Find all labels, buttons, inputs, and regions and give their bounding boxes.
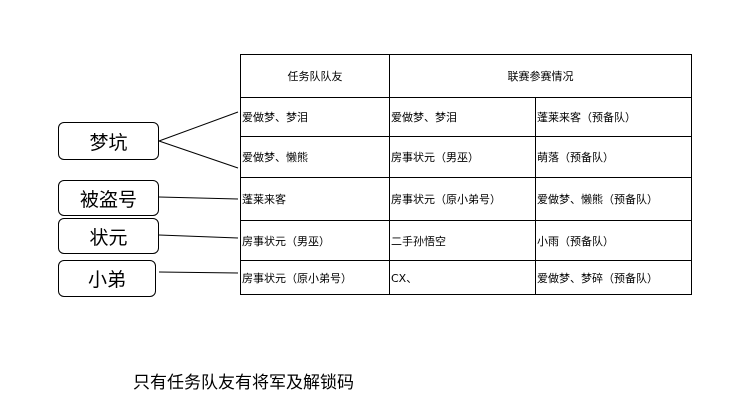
connector-mengkeng-row2 bbox=[158, 140, 239, 169]
table-row: 蓬莱来客 房事状元（原小弟号） 爱做梦、懒熊（预备队） bbox=[240, 177, 692, 221]
table-cell: 爱做梦、懒熊 bbox=[240, 136, 390, 178]
label-box-beidaohao: 被盗号 bbox=[58, 180, 159, 216]
table-row: 爱做梦、梦泪 爱做梦、梦泪 蓬莱来客（预备队） bbox=[240, 97, 692, 137]
table-row: 房事状元（原小弟号） CX、 爱做梦、梦碎（预备队） bbox=[240, 260, 692, 295]
table-cell: 房事状元（原小弟号） bbox=[389, 177, 536, 221]
table-cell: 爱做梦、梦泪 bbox=[389, 97, 536, 137]
table-cell: 小雨（预备队） bbox=[535, 220, 692, 261]
table-cell: 房事状元（男巫） bbox=[240, 220, 390, 261]
table-row: 爱做梦、懒熊 房事状元（男巫） 萌落（预备队） bbox=[240, 136, 692, 178]
table-cell: 房事状元（原小弟号） bbox=[240, 260, 390, 295]
footnote: 只有任务队友有将军及解锁码 bbox=[133, 373, 354, 393]
table-cell: 爱做梦、梦碎（预备队） bbox=[535, 260, 692, 295]
table-cell: CX、 bbox=[389, 260, 536, 295]
table-row: 房事状元（男巫） 二手孙悟空 小雨（预备队） bbox=[240, 220, 692, 261]
connector-beidaohao bbox=[158, 196, 239, 200]
label-box-zhuangyuan: 状元 bbox=[58, 218, 159, 254]
table-cell: 萌落（预备队） bbox=[535, 136, 692, 178]
table-cell: 爱做梦、梦泪 bbox=[240, 97, 390, 137]
connector-zhuangyuan bbox=[158, 234, 239, 239]
header-task-team: 任务队队友 bbox=[240, 54, 390, 98]
table-cell: 二手孙悟空 bbox=[389, 220, 536, 261]
table-cell: 蓬莱来客（预备队） bbox=[535, 97, 692, 137]
team-table: 任务队队友 联赛参赛情况 爱做梦、梦泪 爱做梦、梦泪 蓬莱来客（预备队） 爱做梦… bbox=[240, 54, 692, 295]
table-cell: 蓬莱来客 bbox=[240, 177, 390, 221]
header-league-status: 联赛参赛情况 bbox=[389, 54, 692, 98]
label-box-mengkeng: 梦坑 bbox=[58, 122, 159, 160]
connector-xiaodi bbox=[158, 271, 239, 274]
connector-mengkeng-row1 bbox=[158, 111, 239, 142]
table-cell: 房事状元（男巫） bbox=[389, 136, 536, 178]
table-header-row: 任务队队友 联赛参赛情况 bbox=[240, 54, 692, 98]
table-cell: 爱做梦、懒熊（预备队） bbox=[535, 177, 692, 221]
label-box-xiaodi: 小弟 bbox=[58, 260, 156, 297]
